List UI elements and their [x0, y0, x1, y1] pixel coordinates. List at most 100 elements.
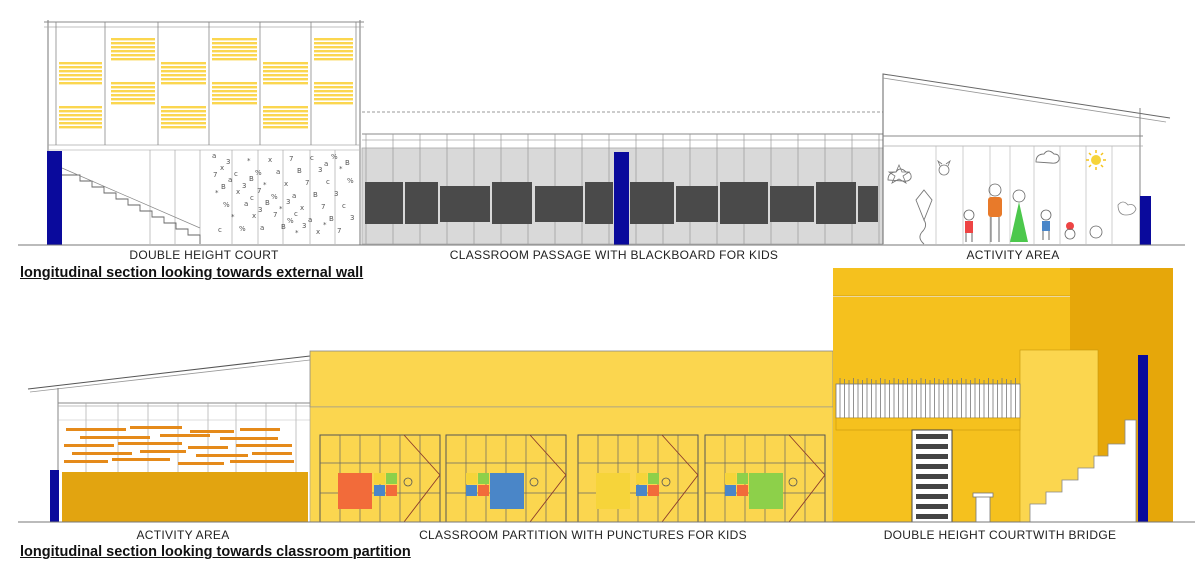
puncture-small — [648, 473, 659, 484]
classroom-partition — [309, 350, 834, 523]
louvre-slat — [59, 78, 102, 81]
puncture-small — [374, 473, 385, 484]
doodle-glyph: * — [339, 165, 343, 173]
louvre-slat — [161, 122, 206, 125]
louvre-slat — [212, 38, 257, 41]
doodle-glyph: a — [228, 176, 232, 184]
louvre-slat — [161, 70, 206, 73]
puncture-small — [648, 485, 659, 496]
activity-bar — [252, 452, 292, 455]
louvre-slat — [314, 50, 353, 53]
louvre-slat — [161, 114, 206, 117]
door-stripe — [916, 444, 948, 449]
classroom-passage — [361, 111, 884, 245]
louvre-slat — [314, 46, 353, 49]
doodle-glyph: 7 — [257, 187, 261, 195]
doodle-glyph: x — [220, 164, 224, 172]
activity-bar — [140, 450, 186, 453]
doodle-glyph: a — [212, 152, 216, 160]
doodle-glyph: B — [281, 223, 286, 231]
court-stair — [62, 174, 201, 244]
activity-bar — [230, 460, 294, 463]
door-swing — [403, 434, 441, 476]
louvre-slat — [212, 54, 257, 57]
double-height-court: aB3*x7c%aB3*x7c%aB3*x7c%aB3*x7c%aB3*x7c%… — [44, 20, 364, 245]
activity-bar — [178, 462, 224, 465]
activity-bar — [64, 460, 108, 463]
doodle-glyph: B — [329, 215, 334, 223]
louvre-slat — [263, 70, 308, 73]
louvre-slat — [263, 74, 308, 77]
louvre-slat — [263, 106, 308, 109]
puncture-small — [478, 473, 489, 484]
louvre-slat — [111, 42, 155, 45]
puncture-small — [725, 473, 736, 484]
louvre-slat — [314, 98, 353, 101]
doodle-glyph: x — [252, 212, 256, 220]
blackboard — [630, 182, 674, 224]
doodle-glyph: c — [342, 202, 346, 210]
louvre-slat — [212, 42, 257, 45]
activity-bar — [188, 446, 228, 449]
louvre-slat — [314, 102, 353, 105]
louvre-slat — [212, 90, 257, 93]
louvre-slat — [212, 58, 257, 61]
puncture-small — [466, 473, 477, 484]
door-stripe — [916, 474, 948, 479]
blackboard — [858, 186, 878, 222]
louvre-slat — [212, 46, 257, 49]
louvre-slat — [314, 38, 353, 41]
label-classroom-passage: CLASSROOM PASSAGE WITH BLACKBOARD FOR KI… — [449, 248, 779, 262]
doodle-glyph: 3 — [318, 166, 322, 174]
door-stripe — [916, 494, 948, 499]
louvre-slat — [314, 82, 353, 85]
doodle-glyph: 3 — [286, 198, 290, 206]
doodle-glyph: * — [295, 229, 299, 237]
doodle-glyph: B — [313, 191, 318, 199]
blackboard — [676, 186, 718, 222]
louvre-slat — [111, 50, 155, 53]
puncture-small — [737, 485, 748, 496]
court-stair-bottom — [1029, 419, 1137, 523]
door-swing — [661, 474, 699, 523]
puncture-small — [737, 473, 748, 484]
puncture-large — [749, 473, 783, 509]
doodle-glyph: 7 — [213, 171, 217, 179]
activity-area-bottom — [27, 355, 311, 522]
doodle-glyph: a — [308, 216, 312, 224]
doodle-glyph: 3 — [334, 190, 338, 198]
louvre-slat — [111, 54, 155, 57]
doodle-glyph: c — [294, 210, 298, 218]
cat-icon — [937, 159, 951, 176]
louvre-slat — [111, 98, 155, 101]
louvre-slat — [263, 78, 308, 81]
puncture-round — [403, 477, 413, 487]
doodle-glyph: x — [300, 204, 304, 212]
sun-icon — [1086, 150, 1106, 170]
louvre-slat — [263, 118, 308, 121]
doodle-glyph: * — [323, 221, 327, 229]
doodle-glyph: 7 — [289, 155, 293, 163]
doodle-glyph: % — [287, 217, 294, 225]
doodle-glyph: % — [255, 169, 262, 177]
door-swing — [403, 474, 441, 523]
doodle-glyph: B — [249, 175, 254, 183]
doodle-glyph: x — [316, 228, 320, 236]
activity-bar — [196, 454, 248, 457]
louvre-slat — [59, 110, 102, 113]
doodle-glyph: 3 — [242, 182, 246, 190]
activity-bar — [66, 428, 126, 431]
puncture-small — [386, 485, 397, 496]
title-section-external-wall: longitudinal section looking towards ext… — [20, 265, 364, 281]
puncture-small — [725, 485, 736, 496]
activity-area-top — [882, 73, 1171, 245]
louvre-slat — [314, 94, 353, 97]
louvre-slat — [59, 114, 102, 117]
doodle-glyph: x — [284, 180, 288, 188]
doodle-glyph: % — [239, 225, 246, 233]
blackboard — [720, 182, 768, 224]
double-height-court-bridge — [833, 268, 1173, 523]
activity-bar — [72, 452, 132, 455]
column-blue — [614, 152, 629, 245]
